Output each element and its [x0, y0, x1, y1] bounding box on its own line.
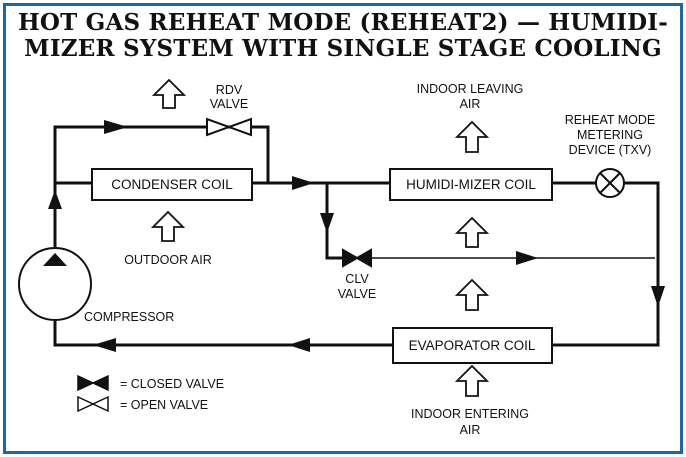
flow-arrows [48, 120, 665, 352]
clv-valve-closed [342, 248, 372, 268]
clv-branch-line [325, 183, 343, 260]
flow-arrow [516, 251, 538, 265]
txv-metering-device [595, 168, 625, 198]
indoor-entering-air-label-1: INDOOR ENTERING [411, 407, 529, 421]
refrigerant-piping [53, 125, 660, 347]
indoor-entering-air-arrow [454, 364, 490, 397]
txv-label-2: METERING [577, 128, 643, 142]
flow-arrow [104, 120, 128, 134]
txv-label-1: REHEAT MODE [565, 113, 656, 127]
indoor-leaving-air-label-2: AIR [460, 97, 481, 111]
indoor-entering-air-label-2: AIR [460, 423, 481, 437]
discharge-line [53, 125, 270, 248]
evaporator-coil-label: EVAPORATOR COIL [409, 338, 536, 353]
rdv-valve-open [206, 117, 252, 137]
outdoor-air-label: OUTDOOR AIR [124, 253, 212, 267]
outdoor-air-arrow [150, 210, 186, 242]
rdv-valve-label-2: VALVE [210, 97, 248, 111]
clv-valve-label-1: CLV [345, 272, 369, 286]
mid-air-arrow-lower [454, 278, 490, 311]
legend-open-valve-label: = OPEN VALVE [120, 398, 208, 412]
indoor-leaving-air-label-1: INDOOR LEAVING [417, 82, 524, 96]
flow-arrow [93, 338, 116, 352]
legend: = CLOSED VALVE = OPEN VALVE [77, 374, 224, 413]
compressor-direction-icon [43, 253, 67, 266]
clv-valve-label-2: VALVE [338, 287, 376, 301]
coil-boxes [91, 168, 553, 364]
suction-line [53, 319, 393, 347]
legend-open-valve-icon [77, 395, 109, 413]
legend-closed-valve-label: = CLOSED VALVE [120, 377, 224, 391]
flow-arrow [48, 190, 62, 209]
compressor-label: COMPRESSOR [84, 310, 174, 324]
indoor-leaving-air-arrow [454, 120, 490, 153]
compressor [18, 247, 92, 321]
flow-arrow [288, 338, 310, 352]
humidimizer-coil-label: HUMIDI-MIZER COIL [406, 177, 536, 192]
humidimizer-coil-box [389, 168, 553, 201]
flow-arrow [651, 286, 665, 307]
flow-arrow [292, 176, 314, 190]
condenser-coil-label: CONDENSER COIL [111, 177, 233, 192]
flow-arrow [320, 213, 334, 233]
rdv-valve-label-1: RDV [216, 83, 243, 97]
mid-air-arrow-upper [454, 216, 490, 248]
legend-closed-valve-icon [77, 374, 109, 392]
txv-label-3: DEVICE (TXV) [569, 143, 652, 157]
diagram-title-line-1: HOT GAS REHEAT MODE (REHEAT2) — HUMIDI- [17, 9, 669, 36]
diagram-title-line-2: MIZER SYSTEM WITH SINGLE STAGE COOLING [24, 35, 662, 62]
diagram-frame [3, 3, 683, 454]
txv-outlet-line [552, 181, 660, 347]
airflow-arrows [150, 78, 490, 397]
condenser-coil-box [91, 168, 253, 201]
evaporator-coil-box [392, 327, 553, 364]
condenser-leaving-air-arrow [151, 78, 187, 109]
